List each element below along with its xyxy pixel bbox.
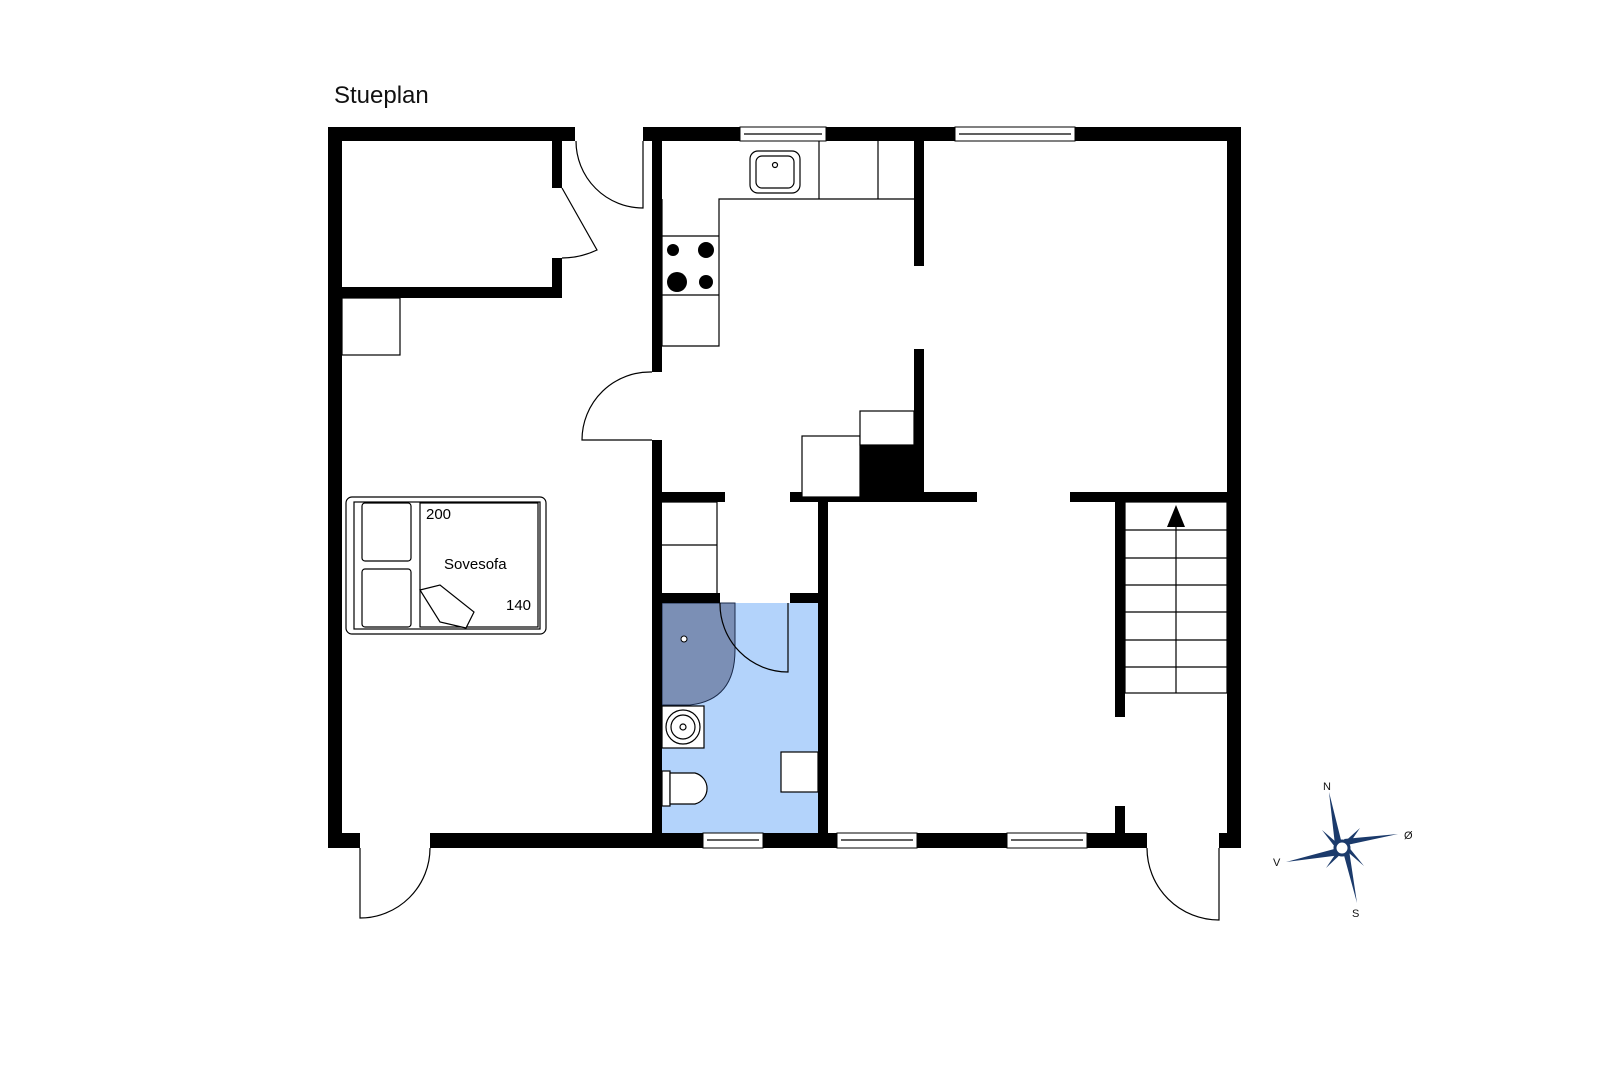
compass-south: S [1352,908,1359,920]
bathroom-fixtures [661,705,819,807]
sofa-width-label: 140 [506,597,531,614]
sofa-label: Sovesofa [444,556,507,573]
windows [702,126,1088,849]
walls [328,127,1241,848]
doors [359,140,1220,921]
sofa-length-label: 200 [426,506,451,523]
shower [661,602,736,706]
plan-title: Stueplan [334,82,429,109]
kitchen [661,141,914,347]
compass-west: V [1273,857,1281,869]
compass-north: N [1323,781,1331,793]
shower-head-icon [680,635,688,643]
stove-icon [667,242,714,292]
compass-rose: N Ø S V [1273,781,1413,920]
chimney [860,445,914,497]
cabinets [341,297,915,593]
toilet-icon [661,770,671,807]
staircase [1124,501,1228,694]
sofa-bed: 200 Sovesofa 140 [345,496,547,635]
stairs-up-arrow-icon [1167,505,1185,527]
compass-east: Ø [1404,830,1413,842]
